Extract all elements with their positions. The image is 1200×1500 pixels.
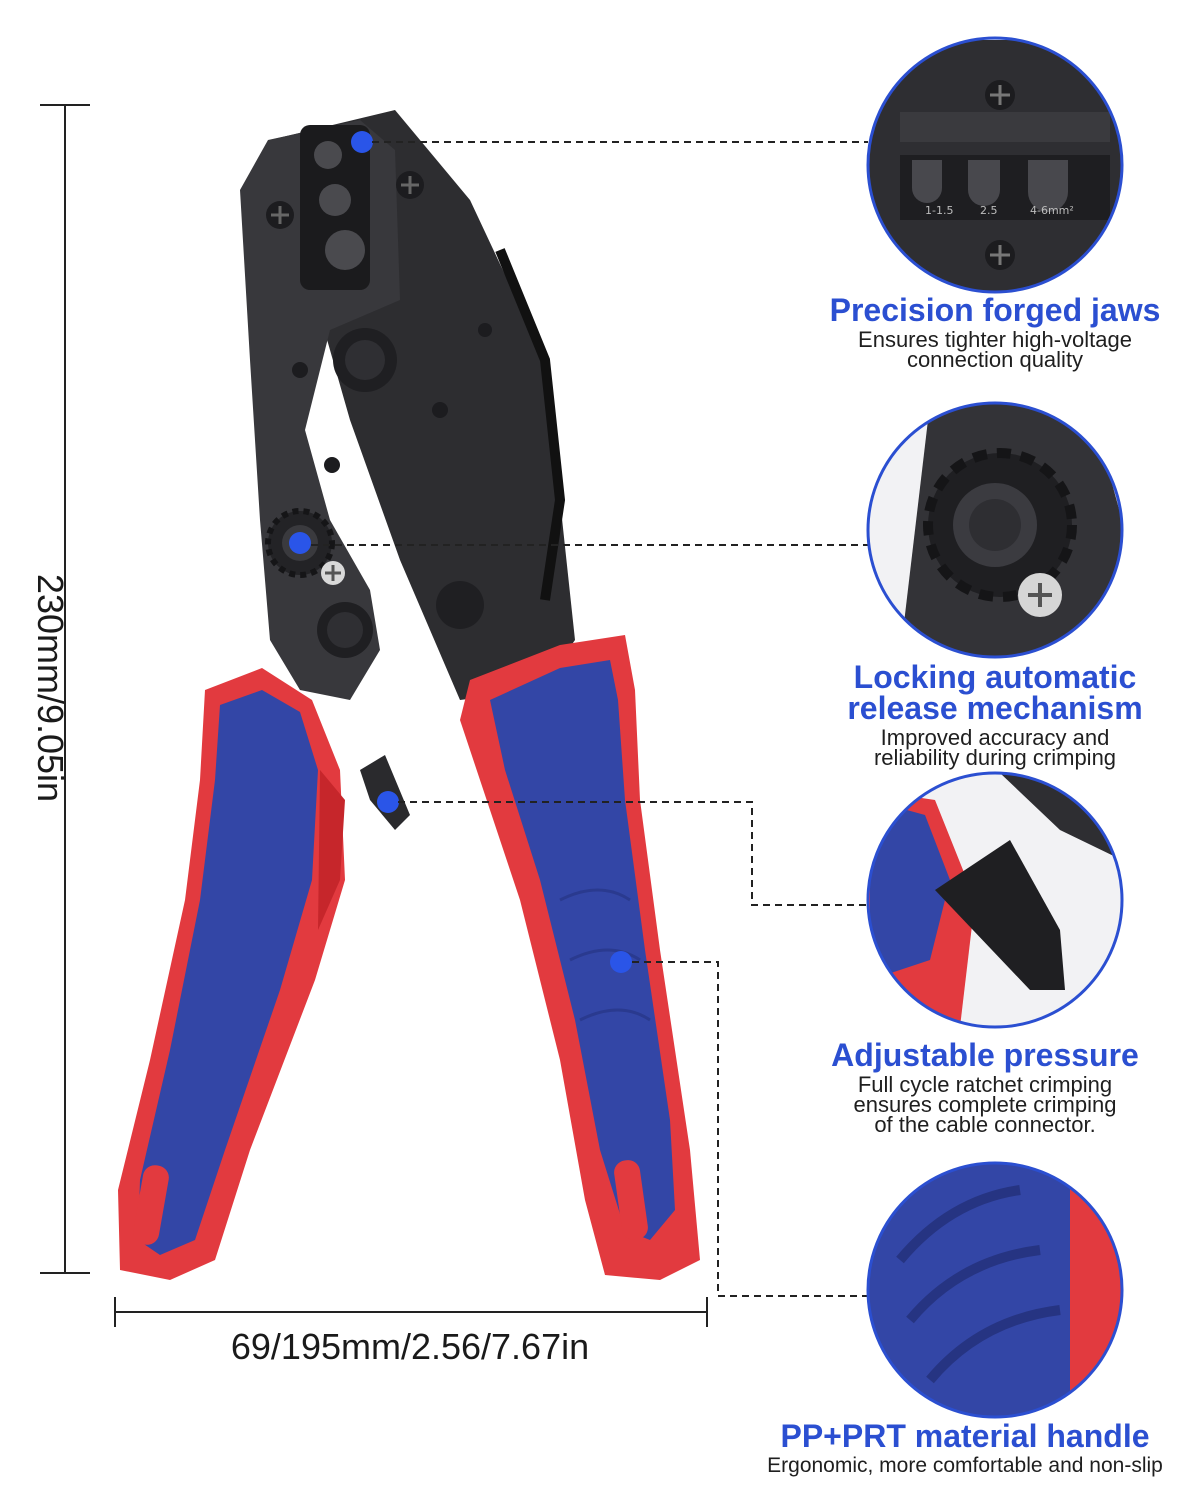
jaw-marking-3: 4-6mm²	[1030, 204, 1074, 217]
jaw-marking-1: 1-1.5	[925, 204, 953, 217]
feature-locking-release: Locking automatic release mechanism Impr…	[820, 659, 1170, 770]
height-dimension-line	[40, 104, 90, 1274]
right-handle	[460, 635, 700, 1280]
feature-description: Full cycle ratchet crimping ensures comp…	[805, 1072, 1165, 1137]
detail-jaws: 1-1.5 2.5 4-6mm²	[866, 36, 1124, 294]
feature-precision-jaws: Precision forged jaws Ensures tighter hi…	[805, 292, 1185, 372]
marker-ratchet	[289, 532, 311, 554]
leader-lines	[311, 141, 868, 1297]
left-handle	[118, 668, 345, 1280]
feature-title: PP+PRT material handle	[780, 1418, 1150, 1454]
feature-material-handle: PP+PRT material handle Ergonomic, more c…	[745, 1418, 1185, 1477]
feature-description: Improved accuracy and reliability during…	[820, 725, 1170, 770]
feature-title: Adjustable pressure	[831, 1037, 1139, 1073]
detail-ratchet	[866, 401, 1124, 659]
desc-line: Ergonomic, more comfortable and non-slip	[767, 1454, 1163, 1477]
width-dimension-label: 69/195mm/2.56/7.67in	[230, 1326, 590, 1367]
detail-handle	[866, 1161, 1124, 1419]
desc-line: Full cycle ratchet crimping	[857, 1072, 1113, 1097]
crimping-tool	[118, 110, 700, 1280]
feature-description: Ensures tighter high-voltage connection …	[805, 327, 1185, 372]
desc-line: of the cable connector.	[874, 1112, 1096, 1137]
desc-line: reliability during crimping	[873, 745, 1117, 770]
width-dimension-line	[114, 1297, 708, 1327]
marker-handle	[610, 951, 632, 973]
desc-line: Improved accuracy and	[880, 725, 1110, 750]
detail-trigger	[866, 771, 1124, 1029]
title-line: release mechanism	[847, 690, 1143, 726]
marker-trigger	[377, 791, 399, 813]
feature-title: Precision forged jaws	[829, 292, 1161, 328]
marker-dots	[289, 131, 632, 973]
pivot-screws	[266, 171, 492, 658]
feature-adjustable-pressure: Adjustable pressure Full cycle ratchet c…	[805, 1037, 1165, 1137]
jaw-edge	[495, 248, 566, 601]
jaw-marking-2: 2.5	[980, 204, 998, 217]
feature-title: Locking automatic release mechanism	[820, 659, 1170, 726]
desc-line: Ensures tighter high-voltage	[858, 327, 1132, 352]
feature-description: Ergonomic, more comfortable and non-slip	[745, 1454, 1185, 1477]
height-dimension-label: 230mm/9.05in	[30, 573, 71, 803]
title-line: Locking automatic	[853, 659, 1137, 695]
desc-line: ensures complete crimping	[853, 1092, 1117, 1117]
desc-line: connection quality	[906, 347, 1084, 372]
marker-jaws	[351, 131, 373, 153]
